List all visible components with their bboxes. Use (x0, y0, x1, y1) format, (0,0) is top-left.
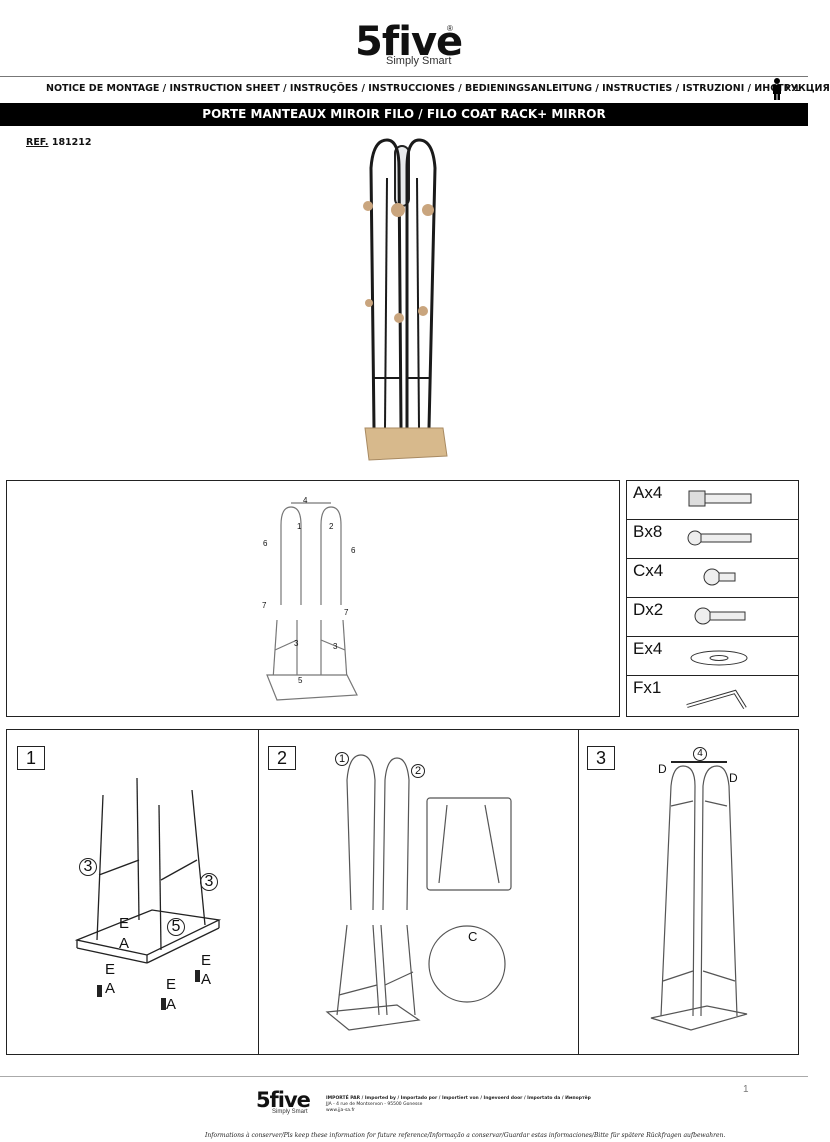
overview-label: 5 (298, 676, 303, 685)
part-cell: Cx4 (626, 558, 799, 598)
step-number: 2 (268, 746, 296, 770)
page-number: 1 (743, 1084, 749, 1095)
step1-label: E (119, 915, 130, 932)
step1-label: E (166, 976, 177, 993)
step1-label: 5 (167, 918, 185, 936)
part-label: Bx8 (633, 522, 663, 541)
step1-label: E (105, 961, 116, 978)
overview-label: 4 (303, 496, 308, 505)
footer-logo: 5five Simply Smart (256, 1088, 316, 1118)
step3-label: 4 (693, 747, 707, 761)
overview-label: 2 (329, 522, 334, 531)
allen-key-icon (686, 689, 747, 710)
part-label: Ax4 (633, 483, 663, 502)
product-title: PORTE MANTEAUX MIROIR FILO / FILO COAT R… (0, 103, 808, 126)
overview-label: 1 (297, 522, 302, 531)
step1-label: A (105, 980, 116, 997)
step2-label: C (468, 929, 478, 944)
part-cell: Ax4 (626, 480, 799, 520)
step1-label: A (166, 996, 177, 1013)
step-number: 3 (587, 746, 615, 770)
step-divider (578, 730, 579, 1054)
ref-label: REF. (26, 137, 49, 148)
step3-diagram (650, 761, 748, 1031)
footer-brand-name: 5five (256, 1088, 311, 1112)
part-cell: Fx1 (626, 675, 799, 717)
part-label: Ex4 (633, 639, 663, 658)
persons-count: X 1 (785, 84, 800, 93)
keep-info-note: Informations à conserver/Pls keep these … (205, 1132, 726, 1139)
product-photo (363, 138, 448, 461)
part-label: Cx4 (633, 561, 664, 580)
trademark: ® (447, 24, 453, 33)
overview-label: 6 (263, 539, 268, 548)
step1-label: E (201, 952, 212, 969)
step3-label: D (729, 771, 738, 785)
step1-label: A (119, 935, 130, 952)
washer-icon (690, 650, 748, 666)
overview-label: 3 (294, 639, 299, 648)
importer-line: IMPORTÉ PAR / Imported by / Importado po… (326, 1096, 591, 1101)
overview-label: 6 (351, 546, 356, 555)
part-cell: Bx8 (626, 519, 799, 559)
part-cell: Ex4 (626, 636, 799, 676)
importer-line: www.jja-sa.fr (326, 1108, 355, 1113)
bolt-socket-icon (688, 490, 752, 507)
step2-diagram (325, 754, 512, 1031)
reference: REF. 181212 (26, 137, 92, 148)
step2-label: 2 (411, 764, 425, 778)
overview-label: 7 (262, 601, 267, 610)
exploded-diagram (266, 502, 358, 701)
step1-label: A (201, 971, 212, 988)
notice-line: NOTICE DE MONTAGE / INSTRUCTION SHEET / … (46, 83, 830, 94)
step2-label: 1 (335, 752, 349, 766)
part-label: Dx2 (633, 600, 664, 619)
step1-diagram (74, 777, 222, 1010)
step-divider (258, 730, 259, 1054)
part-label: Fx1 (633, 678, 662, 697)
footer-brand-tagline: Simply Smart (272, 1109, 308, 1115)
ref-value: 181212 (51, 137, 92, 148)
step1-label: 3 (79, 858, 97, 876)
importer-info: IMPORTÉ PAR / Imported by / Importado po… (326, 1096, 591, 1114)
importer-line: JJA - 4 rue de Montservon - 95500 Goness… (326, 1102, 423, 1107)
overview-label: 3 (333, 642, 338, 651)
footer-rule (0, 1076, 808, 1077)
short-screw-icon (703, 568, 736, 586)
step-number: 1 (17, 746, 45, 770)
part-cell: Dx2 (626, 597, 799, 637)
person-icon (771, 78, 783, 105)
long-screw-icon (687, 530, 752, 546)
step3-label: D (658, 762, 667, 776)
brand-tagline: Simply Smart (386, 55, 452, 67)
header-rule (0, 76, 808, 77)
brand-name: 5five (355, 19, 463, 65)
brand-logo: 5five ® Simply Smart (352, 19, 463, 70)
medium-screw-icon (694, 607, 746, 625)
overview-label: 7 (344, 608, 349, 617)
steps-panel: 1 3 3 E A 5 E A E A E A 2 (6, 729, 799, 1055)
step1-label: 3 (200, 873, 218, 891)
overview-panel: 4 1 2 6 6 7 7 3 3 5 (6, 480, 620, 717)
